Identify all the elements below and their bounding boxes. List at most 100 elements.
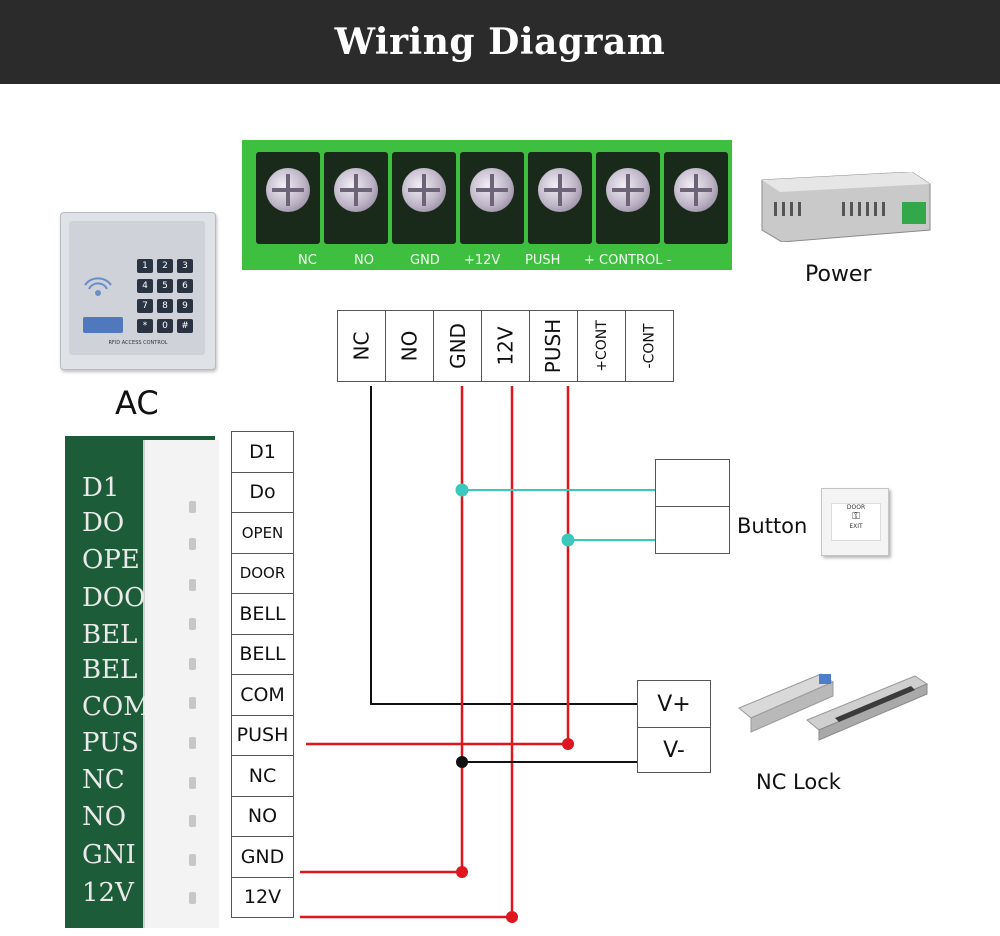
terminal-block-label: + CONTROL - bbox=[584, 253, 672, 268]
connector-pin bbox=[189, 892, 196, 904]
power-label: Power bbox=[805, 262, 872, 287]
keypad-face: 1 2 3 4 5 6 7 8 9 * 0 # bbox=[69, 221, 205, 355]
lock-terminal-vplus: V+ bbox=[637, 680, 711, 728]
connector-pin bbox=[189, 697, 196, 709]
terminal-cell: -CONT bbox=[625, 310, 674, 382]
rfid-wave-icon bbox=[84, 277, 112, 296]
keypad-key: 8 bbox=[157, 299, 173, 313]
pin-label: NO bbox=[231, 795, 294, 837]
board-label: PUS bbox=[82, 728, 139, 758]
board-label: 12V bbox=[82, 878, 134, 908]
keypad-key: 5 bbox=[157, 279, 173, 293]
button-terminal-top bbox=[655, 459, 730, 507]
connector-pin bbox=[189, 815, 196, 827]
pin-label-table: D1 Do OPEN DOOR BELL BELL COM PUSH NC NO… bbox=[231, 431, 294, 918]
screw-icon bbox=[470, 168, 514, 212]
keypad-key: 7 bbox=[137, 299, 153, 313]
screw-terminal bbox=[596, 152, 660, 244]
screw-terminal bbox=[460, 152, 524, 244]
junction-dot bbox=[456, 866, 468, 878]
terminal-block-label: PUSH bbox=[525, 253, 561, 268]
board-label: BEL bbox=[82, 655, 138, 685]
board-label: COM bbox=[82, 692, 145, 722]
connector-pin bbox=[189, 579, 196, 591]
keypad-key: 2 bbox=[157, 259, 173, 273]
board-label-layer: D1 DO OPE DOO BEL BEL COM PUS NC NO GNI … bbox=[0, 0, 145, 936]
keypad-key: 3 bbox=[177, 259, 193, 273]
junction-dot bbox=[562, 738, 574, 750]
wire-nc-to-vplus bbox=[370, 386, 637, 705]
pin-connector bbox=[143, 440, 219, 928]
screw-icon bbox=[266, 168, 310, 212]
connector-pin bbox=[189, 658, 196, 670]
terminal-block-label: NO bbox=[354, 253, 374, 268]
terminal-cell: NO bbox=[385, 310, 434, 382]
board-label: OPE bbox=[82, 545, 140, 575]
connector-pin bbox=[189, 777, 196, 789]
keypad-key: * bbox=[137, 319, 153, 333]
page-title: Wiring Diagram bbox=[334, 21, 666, 63]
screw-icon bbox=[538, 168, 582, 212]
exit-plate-text: EXIT bbox=[849, 523, 863, 530]
keypad-key: # bbox=[177, 319, 193, 333]
junction-dot bbox=[456, 756, 468, 768]
lock-terminal-vminus: V- bbox=[637, 727, 711, 773]
connector-pin bbox=[189, 737, 196, 749]
nc-lock-image bbox=[738, 673, 929, 741]
ac-label: AC bbox=[115, 384, 159, 422]
screw-terminal bbox=[392, 152, 456, 244]
board-label: GNI bbox=[82, 840, 136, 870]
key-icon: ⚿ bbox=[852, 511, 860, 522]
board-label: NO bbox=[82, 802, 127, 832]
bell-button-icon bbox=[83, 317, 123, 333]
terminal-cell: NC bbox=[337, 310, 386, 382]
screw-icon bbox=[402, 168, 446, 212]
terminal-block-photo: NC NO GND +12V PUSH + CONTROL - bbox=[242, 140, 732, 270]
title-bar: Wiring Diagram bbox=[0, 0, 1000, 84]
button-label: Button bbox=[737, 514, 808, 538]
screw-terminal bbox=[256, 152, 320, 244]
power-supply-image bbox=[761, 172, 931, 242]
junction-dot bbox=[506, 911, 518, 923]
rfid-keypad-image: 1 2 3 4 5 6 7 8 9 * 0 # RFID ACCESS CONT… bbox=[60, 212, 216, 370]
lock-label: NC Lock bbox=[756, 770, 841, 794]
screw-terminal bbox=[664, 152, 728, 244]
exit-plate-text: DOOR bbox=[846, 504, 866, 511]
pin-label: D1 bbox=[231, 431, 294, 473]
terminal-cell: +CONT bbox=[577, 310, 626, 382]
keypad-key: 9 bbox=[177, 299, 193, 313]
pin-label: 12V bbox=[231, 876, 294, 918]
pin-label: GND bbox=[231, 836, 294, 878]
pin-label: OPEN bbox=[231, 512, 294, 554]
connector-pin bbox=[189, 538, 196, 550]
screw-icon bbox=[606, 168, 650, 212]
board-label: D1 bbox=[82, 473, 120, 503]
board-label: DOO bbox=[82, 583, 145, 613]
screw-icon bbox=[674, 168, 718, 212]
pin-label: DOOR bbox=[231, 552, 294, 594]
keypad-key: 0 bbox=[157, 319, 173, 333]
keypad-caption: RFID ACCESS CONTROL bbox=[108, 340, 168, 346]
terminal-block-label: NC bbox=[298, 253, 317, 268]
terminal-cell: GND bbox=[433, 310, 482, 382]
connector-pin bbox=[189, 618, 196, 630]
pin-label: PUSH bbox=[231, 714, 294, 756]
terminal-block-label: GND bbox=[410, 253, 440, 268]
connector-pin bbox=[189, 501, 196, 513]
keypad-key: 6 bbox=[177, 279, 193, 293]
pin-label: COM bbox=[231, 674, 294, 716]
button-terminal-bottom bbox=[655, 506, 730, 554]
terminal-cell: 12V bbox=[481, 310, 530, 382]
keypad-key: 4 bbox=[137, 279, 153, 293]
terminal-table: NC NO GND 12V PUSH +CONT -CONT bbox=[337, 310, 674, 382]
screw-terminal bbox=[324, 152, 388, 244]
junction-dot bbox=[561, 533, 575, 547]
screw-icon bbox=[334, 168, 378, 212]
keypad-key: 1 bbox=[137, 259, 153, 273]
junction-dot bbox=[455, 483, 469, 497]
board-label: DO bbox=[82, 508, 125, 538]
exit-button-image: DOOR ⚿ EXIT bbox=[821, 488, 889, 556]
connector-pin bbox=[189, 854, 196, 866]
exit-button-plate: DOOR ⚿ EXIT bbox=[831, 503, 881, 541]
